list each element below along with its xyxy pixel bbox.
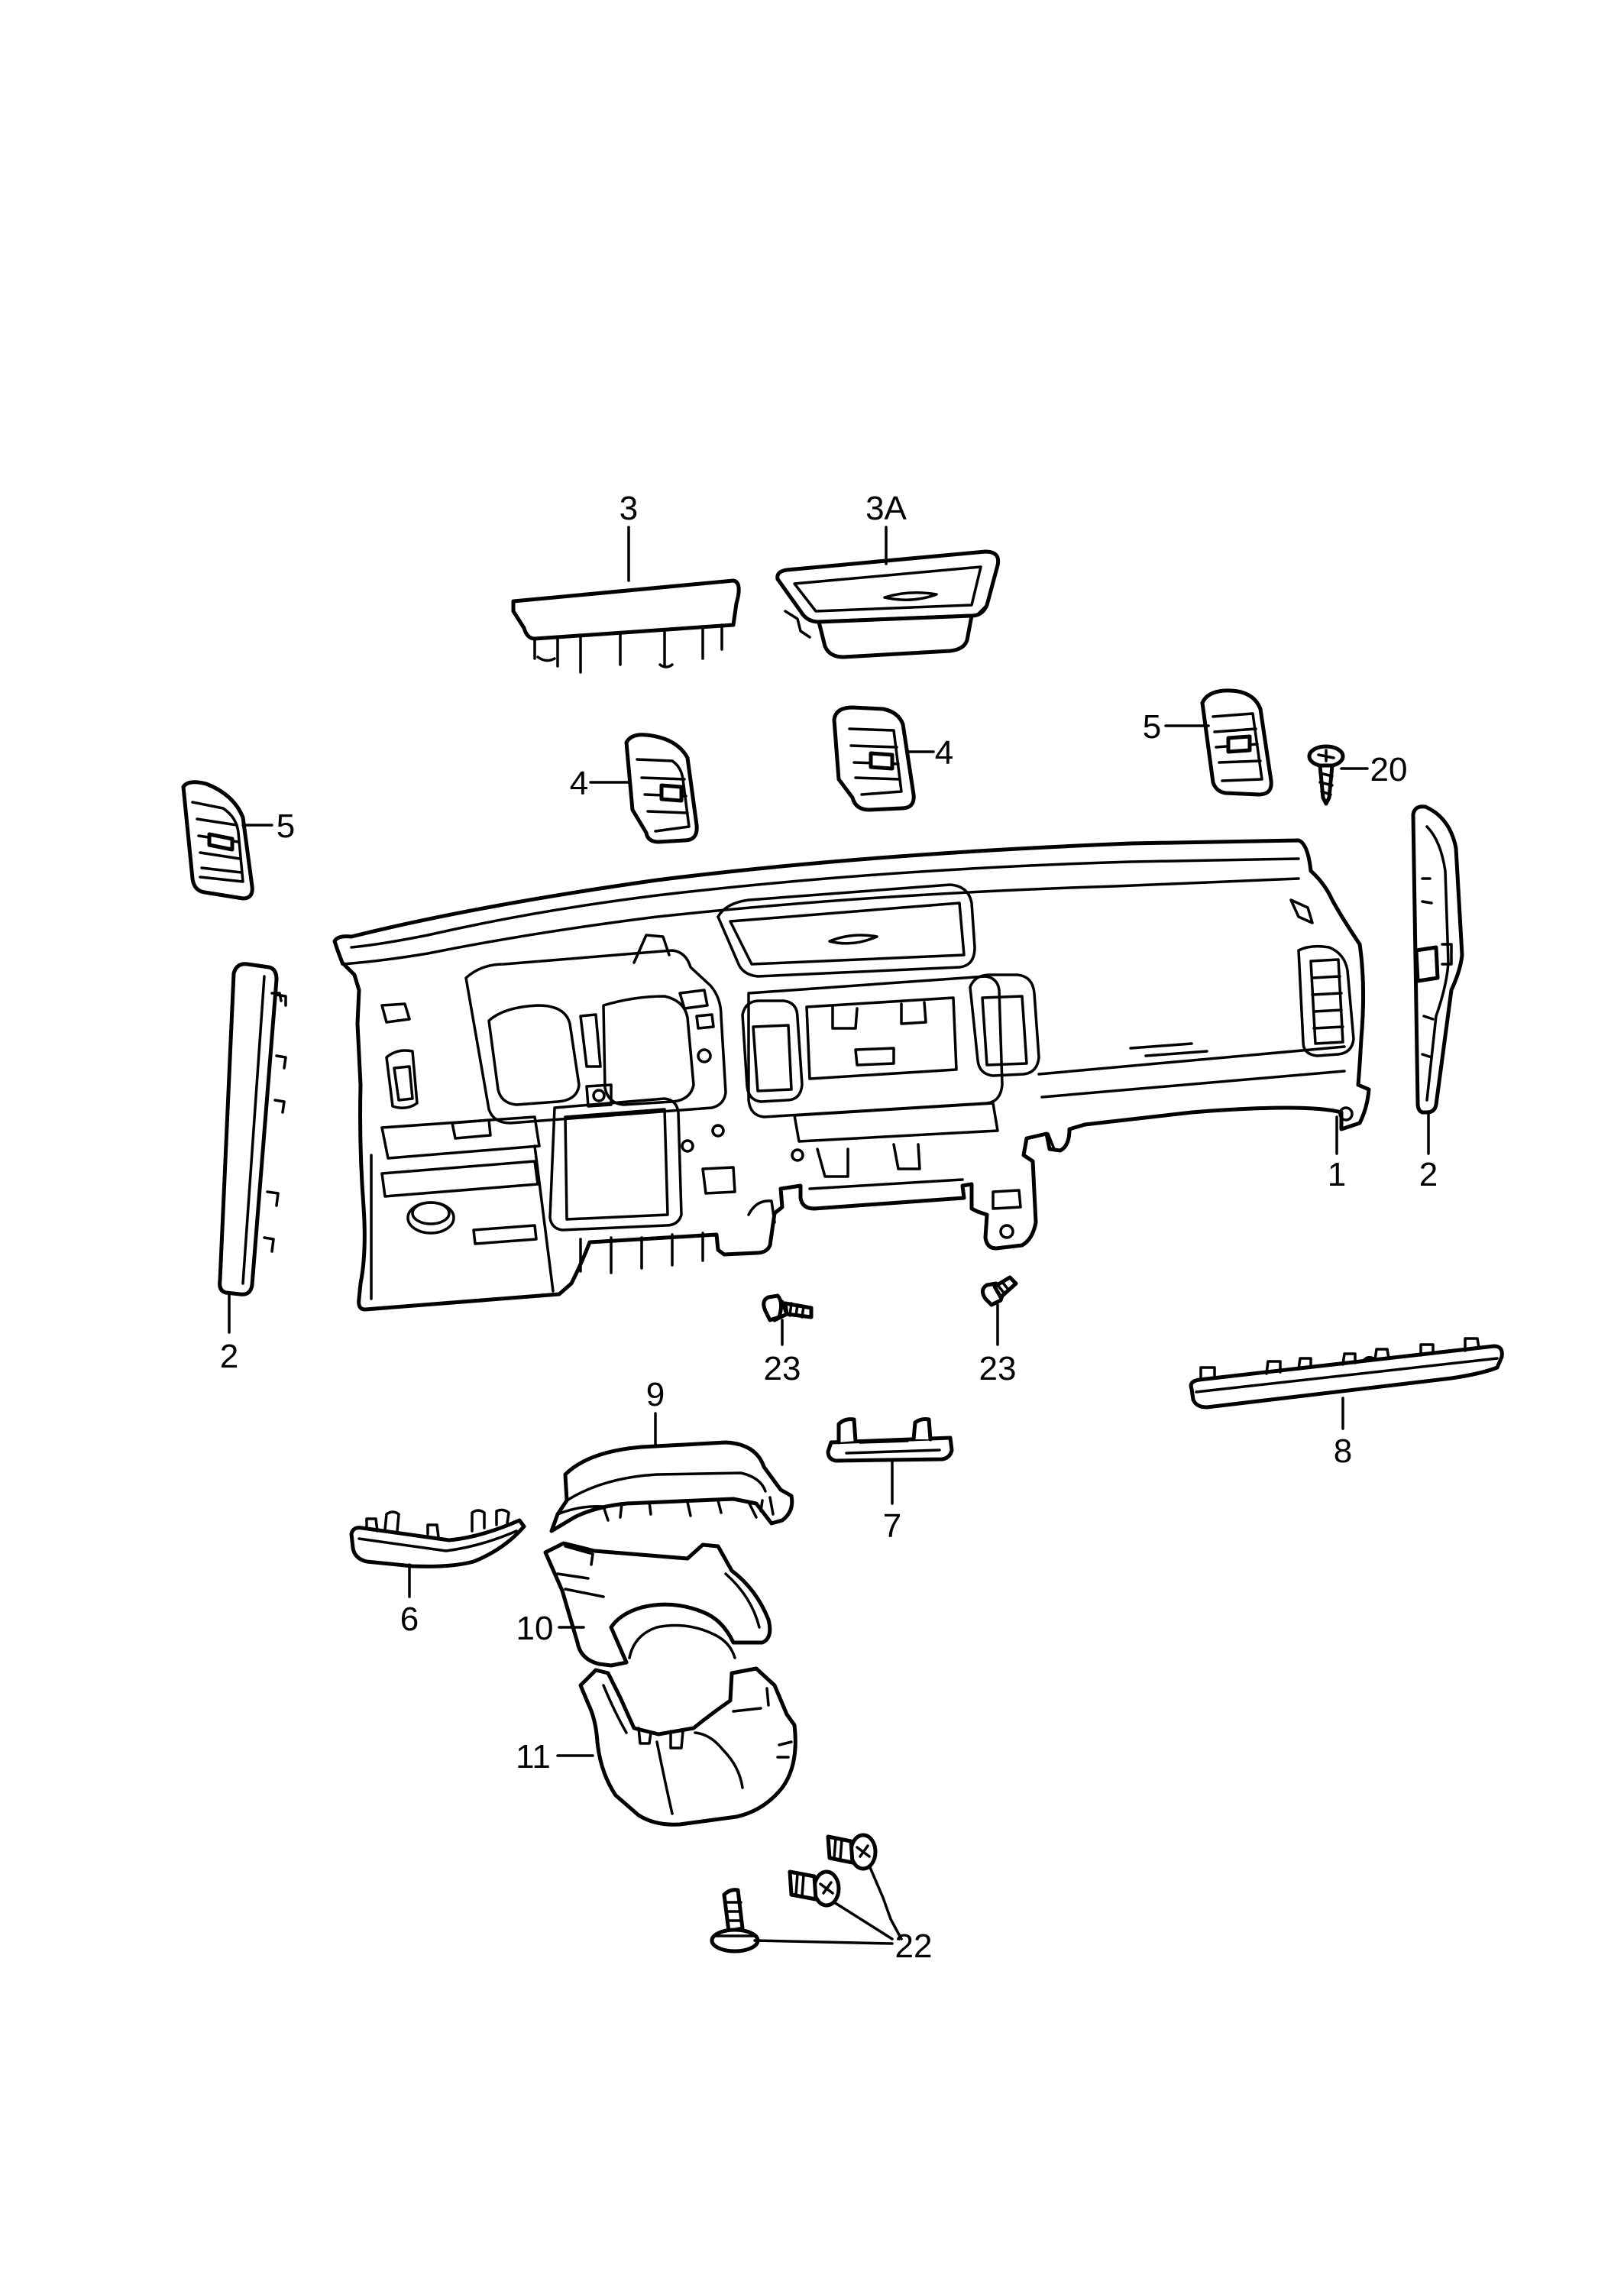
callout-5-right: 5 — [1143, 708, 1161, 746]
callout-23-right: 23 — [979, 1350, 1017, 1387]
callout-8: 8 — [1334, 1432, 1352, 1470]
part-2-right-end-cover — [1411, 804, 1464, 1115]
part-10-middle-shroud — [543, 1541, 772, 1668]
callout-10: 10 — [516, 1610, 554, 1647]
part-11-lower-shroud — [578, 1666, 797, 1827]
callout-9: 9 — [646, 1376, 665, 1413]
part-4-left-center-vent — [624, 733, 699, 844]
part-23-screw-right — [981, 1275, 1018, 1307]
callout-labels: 3 3A 4 4 5 5 20 1 2 2 23 23 8 9 7 6 10 1… — [220, 490, 1438, 1965]
callout-23-left: 23 — [764, 1350, 801, 1387]
callout-2-right: 2 — [1419, 1156, 1438, 1193]
part-3-upper-trim — [511, 578, 741, 674]
part-1-dashboard-panel — [332, 838, 1371, 1312]
callout-2-left: 2 — [220, 1338, 238, 1375]
callout-5-left: 5 — [277, 808, 295, 845]
part-7-small-bracket — [826, 1417, 954, 1463]
part-20-screw — [1307, 744, 1345, 806]
part-4-center-vent — [832, 705, 916, 812]
part-9-upper-shroud — [549, 1440, 794, 1533]
leader-lines — [228, 526, 1430, 1945]
callout-7: 7 — [883, 1507, 901, 1545]
callout-6: 6 — [400, 1601, 419, 1638]
part-22-screw-middle — [788, 1869, 841, 1908]
part-5-right-side-vent — [1200, 688, 1273, 797]
callout-1: 1 — [1328, 1156, 1346, 1193]
callout-20: 20 — [1370, 751, 1408, 788]
callout-22: 22 — [895, 1928, 933, 1965]
callout-3a: 3A — [865, 490, 907, 527]
callout-3: 3 — [620, 490, 638, 527]
part-22-screw-bottom — [710, 1888, 760, 1954]
part-3a-display-housing — [775, 549, 1001, 659]
callout-4-center: 4 — [935, 734, 953, 772]
part-2-left-end-cover — [218, 962, 287, 1296]
part-22-screw-top — [826, 1833, 878, 1871]
part-6-left-trim — [349, 1508, 526, 1568]
callout-4-left: 4 — [570, 765, 588, 802]
callout-11: 11 — [516, 1738, 551, 1775]
part-8-lower-trim-strip — [1189, 1337, 1504, 1410]
part-23-screw-left — [762, 1293, 814, 1322]
part-5-left-side-vent — [181, 780, 254, 901]
